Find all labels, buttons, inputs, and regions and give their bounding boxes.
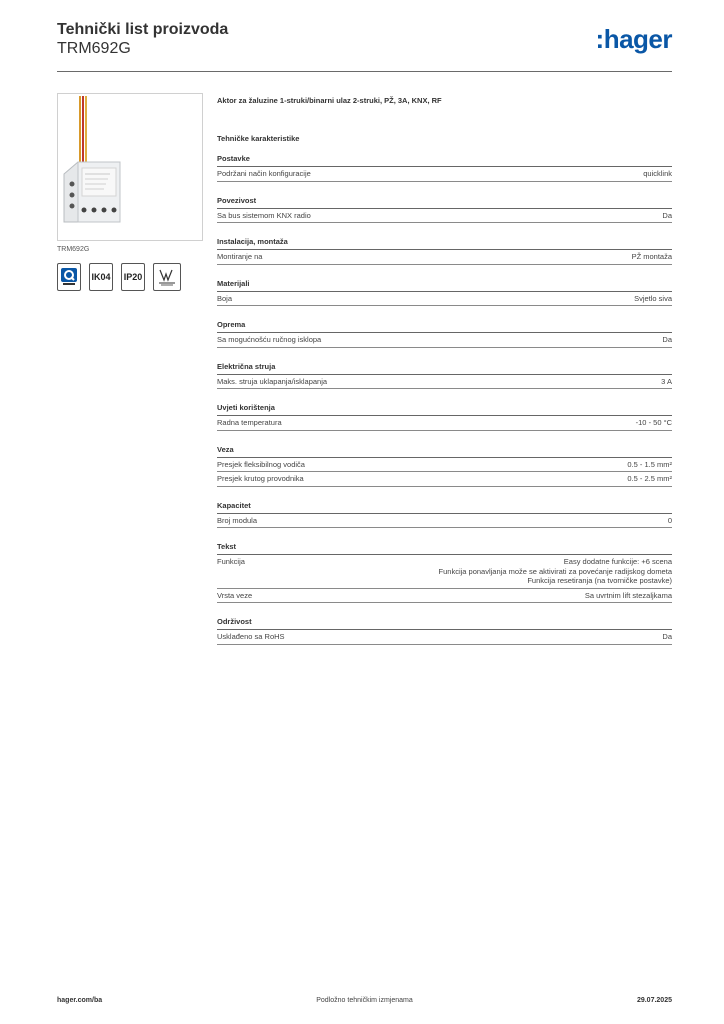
spec-value-line: Da <box>662 210 672 220</box>
spec-group-title: Povezivost <box>217 196 672 209</box>
spec-value: Sa uvrtnim lift stezaljkama <box>585 591 672 601</box>
spec-label: Presjek krutog provodnika <box>217 474 304 483</box>
spec-group-title: Oprema <box>217 320 672 333</box>
spec-label: Presjek fleksibilnog vodiča <box>217 459 305 469</box>
spec-group-title: Kapacitet <box>217 501 672 514</box>
spec-value: quicklink <box>643 169 672 179</box>
product-image <box>57 93 203 241</box>
spec-group-title: Tekst <box>217 542 672 555</box>
spec-value: 0.5 - 1.5 mm² <box>627 460 672 470</box>
spec-group-title: Održivost <box>217 617 672 630</box>
spec-value: 0.5 - 2.5 mm² <box>627 474 672 484</box>
spec-row: Boja Svjetlo siva <box>217 292 672 306</box>
spec-value-line: 3 A <box>661 376 672 386</box>
spec-value: Da <box>662 632 672 642</box>
section-title: Tehničke karakteristike <box>217 134 300 143</box>
badge-row: IK04 IP20 <box>57 263 203 291</box>
spec-value: Svjetlo siva <box>634 294 672 304</box>
spec-label: Vrsta veze <box>217 590 253 600</box>
footer-website[interactable]: hager.com/ba <box>57 997 103 1004</box>
spec-row: Presjek fleksibilnog vodiča 0.5 - 1.5 mm² <box>217 458 672 472</box>
product-description: Aktor za žaluzine 1-struki/binarni ulaz … <box>217 96 442 105</box>
product-code: TRM692G <box>57 40 131 57</box>
spec-group-title: Veza <box>217 445 672 458</box>
spec-group-title: Električna struja <box>217 362 672 375</box>
spec-label: Montiranje na <box>217 252 263 261</box>
spec-value-line: Da <box>662 632 672 641</box>
page-header: Tehnički list proizvoda TRM692G :hager <box>57 20 673 70</box>
ik04-badge: IK04 <box>89 263 113 291</box>
spec-label: Boja <box>217 293 233 303</box>
footer-date: 29.07.2025 <box>636 997 672 1004</box>
quicklink-icon <box>57 263 81 291</box>
hager-logo: :hager <box>595 24 673 54</box>
header-divider <box>57 71 672 72</box>
spec-label: Sa bus sistemom KNX radio <box>217 210 311 220</box>
spec-row: Maks. struja uklapanja/isklapanja 3 A <box>217 375 672 389</box>
spec-value-line: Sa uvrtnim lift stezaljkama <box>584 590 672 600</box>
spec-row: Montiranje na PŽ montaža <box>217 250 672 265</box>
spec-row: Podržani način konfiguracije quicklink <box>217 167 672 182</box>
product-panel: TRM692G IK04 IP20 <box>57 93 203 291</box>
spec-value-line: Da <box>662 335 672 344</box>
spec-row: Vrsta veze Sa uvrtnim lift stezaljkama <box>217 589 672 603</box>
ip20-badge: IP20 <box>121 263 145 291</box>
spec-group: Oprema Sa mogućnošću ručnog isklopa Da <box>217 320 672 348</box>
spec-value-line: 0 <box>667 515 672 525</box>
page-title: Tehnički list proizvoda <box>57 21 229 38</box>
recycle-icon <box>153 263 181 291</box>
spec-group-title: Materijali <box>217 279 672 292</box>
spec-value-line: 0.5 - 2.5 mm² <box>627 474 672 483</box>
spec-row: Radna temperatura -10 - 50 °C <box>217 416 672 431</box>
spec-content: Aktor za žaluzine 1-struki/binarni ulaz … <box>217 96 672 645</box>
spec-value: 0 <box>668 516 672 526</box>
spec-row: Presjek krutog provodnika 0.5 - 2.5 mm² <box>217 472 672 487</box>
spec-label: Podržani način konfiguracije <box>217 169 311 178</box>
spec-value-line: 0.5 - 1.5 mm² <box>627 459 672 469</box>
spec-group-title: Uvjeti korištenja <box>217 403 672 416</box>
spec-group-title: Instalacija, montaža <box>217 237 672 250</box>
spec-row: Usklađeno sa RoHS Da <box>217 630 672 645</box>
spec-label: Broj modula <box>217 515 258 525</box>
spec-value-line: quicklink <box>643 169 672 178</box>
spec-value-line: Funkcija resetiranja (na tvorničke posta… <box>527 576 672 585</box>
spec-row: Broj modula 0 <box>217 514 672 528</box>
spec-value-line: Svjetlo siva <box>634 293 672 303</box>
spec-value-line: PŽ montaža <box>631 252 672 261</box>
footer-note: Podložno tehničkim izmjenama <box>316 997 413 1004</box>
spec-value: -10 - 50 °C <box>636 418 672 428</box>
spec-label: Sa mogućnošću ručnog isklopa <box>217 335 322 344</box>
spec-value-line: -10 - 50 °C <box>635 418 672 427</box>
spec-value: Da <box>662 211 672 221</box>
spec-value: PŽ montaža <box>632 252 672 262</box>
spec-value: 3 A <box>661 377 672 387</box>
spec-label: Funkcija <box>217 557 245 566</box>
spec-value-line: Funkcija ponavljanja može se aktivirati … <box>438 566 672 576</box>
spec-value-line: Easy dodatne funkcije: +6 scena <box>563 557 672 566</box>
spec-label: Usklađeno sa RoHS <box>217 632 285 641</box>
product-caption: TRM692G <box>57 246 90 253</box>
spec-label: Maks. struja uklapanja/isklapanja <box>217 376 328 386</box>
spec-row: Sa mogućnošću ručnog isklopa Da <box>217 333 672 348</box>
spec-value: Da <box>662 335 672 345</box>
spec-label: Radna temperatura <box>217 418 282 427</box>
spec-group-title: Postavke <box>217 154 672 167</box>
spec-row: Sa bus sistemom KNX radio Da <box>217 209 672 223</box>
